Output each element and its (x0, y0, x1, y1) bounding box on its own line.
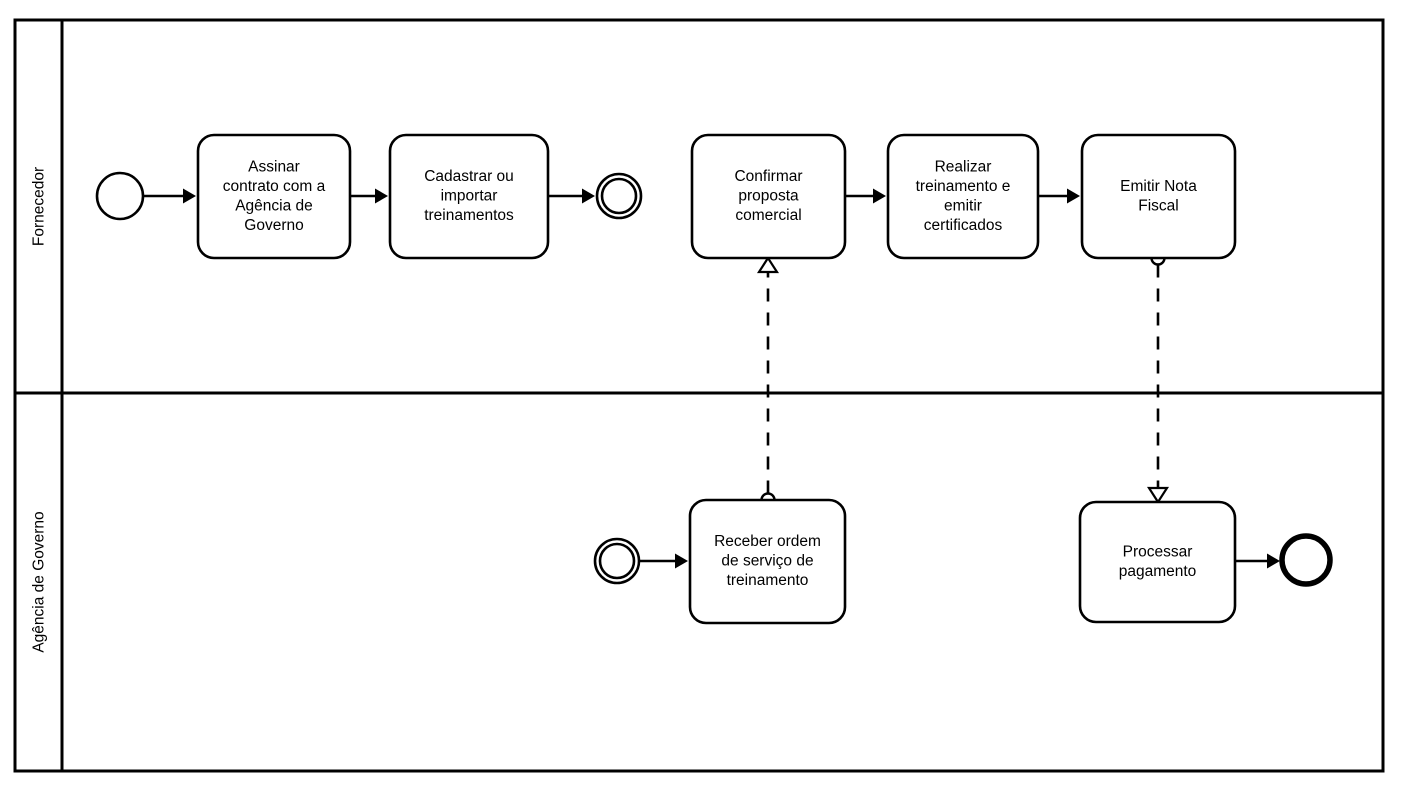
task-box[interactable] (388, 133, 550, 260)
sequence-flow (1235, 553, 1280, 569)
lane-label-fornecedor: Fornecedor (31, 167, 48, 246)
arrowhead-icon (582, 188, 595, 204)
task-realizar-treinamento[interactable]: Realizar treinamento e emitir certificados (886, 133, 1040, 260)
task-label-line: comercial (735, 207, 801, 224)
task-label-line: Fiscal (1138, 197, 1178, 214)
task-label-line: Processar (1123, 543, 1193, 560)
arrowhead-icon (183, 188, 196, 204)
intermediate-event-start-agencia[interactable] (593, 537, 641, 585)
message-flow-layer (756, 250, 1170, 508)
task-box[interactable] (690, 133, 847, 260)
task-label-line: Receber ordem (714, 533, 821, 550)
event-inner-circle-icon (600, 177, 638, 215)
task-label: Realizar treinamento e emitir certificados (916, 158, 1011, 234)
arrowhead-icon (1267, 553, 1280, 569)
arrowhead-icon (1067, 188, 1080, 204)
message-flow (756, 255, 780, 508)
sequence-flow (845, 188, 886, 204)
task-label-line: pagamento (1119, 563, 1197, 580)
sequence-flow-layer (143, 188, 1280, 569)
task-label-line: emitir (944, 197, 982, 214)
task-label-line: proposta (738, 188, 799, 205)
arrowhead-icon (675, 553, 688, 569)
task-layer: Assinar contrato com a Agência de Governo Ca… (196, 133, 1237, 625)
lane-label-agencia-de-governo: Agência de Governo (31, 511, 48, 652)
task-label-line: Emitir Nota (1120, 178, 1197, 195)
task-box[interactable] (196, 133, 352, 260)
task-assinar-contrato[interactable]: Assinar contrato com a Agência de Governo (196, 133, 352, 260)
message-flow-target-triangle-icon (756, 255, 780, 274)
sequence-flow (350, 188, 388, 204)
task-box[interactable] (886, 133, 1040, 260)
task-box[interactable] (688, 498, 847, 625)
task-label-line: Assinar (248, 158, 300, 175)
task-processar-pagamento[interactable]: Processar pagamento (1078, 500, 1237, 624)
arrowhead-icon (375, 188, 388, 204)
task-label-line: de serviço de (721, 553, 813, 570)
arrowhead-icon (873, 188, 886, 204)
task-label-line: importar (441, 188, 498, 205)
message-flow-target-triangle-icon (1146, 486, 1170, 505)
event-circle-icon[interactable] (95, 171, 145, 221)
task-label-line: contrato com a (223, 178, 326, 195)
end-event-end-agencia[interactable] (1279, 533, 1333, 587)
task-label: Processar pagamento (1119, 543, 1197, 580)
sequence-flow (548, 188, 595, 204)
message-flow (1146, 250, 1170, 505)
task-label-line: treinamento (727, 572, 809, 589)
task-label: Confirmar proposta comercial (734, 168, 802, 224)
intermediate-event-intermediate-fornecedor[interactable] (595, 172, 643, 220)
event-inner-circle-icon (598, 542, 636, 580)
task-box[interactable] (1080, 133, 1237, 260)
task-box[interactable] (1078, 500, 1237, 624)
sequence-flow (639, 553, 688, 569)
sequence-flow (143, 188, 196, 204)
task-label-line: Governo (244, 217, 303, 234)
sequence-flow (1038, 188, 1080, 204)
task-label-line: Cadastrar ou (424, 168, 514, 185)
task-label-line: treinamento e (916, 178, 1011, 195)
task-confirmar-proposta[interactable]: Confirmar proposta comercial (690, 133, 847, 260)
task-cadastrar-importar[interactable]: Cadastrar ou importar treinamentos (388, 133, 550, 260)
task-label-line: Agência de (235, 197, 313, 214)
task-label: Receber ordem de serviço de treinamento (714, 533, 821, 589)
task-receber-ordem[interactable]: Receber ordem de serviço de treinamento (688, 498, 847, 625)
task-label-line: treinamentos (424, 207, 514, 224)
event-layer (95, 171, 1333, 587)
task-label-line: Realizar (935, 158, 992, 175)
lane-labels: Fornecedor Agência de Governo (31, 167, 48, 653)
task-label: Cadastrar ou importar treinamentos (424, 168, 514, 224)
task-label: Assinar contrato com a Agência de Governo (223, 158, 326, 234)
task-label-line: Confirmar (734, 168, 802, 185)
start-event-start-fornecedor[interactable] (95, 171, 145, 221)
event-circle-icon[interactable] (1279, 533, 1333, 587)
pool-collaboration (13, 18, 1385, 773)
task-label-line: certificados (924, 217, 1003, 234)
pool-outer-border (13, 18, 1385, 773)
